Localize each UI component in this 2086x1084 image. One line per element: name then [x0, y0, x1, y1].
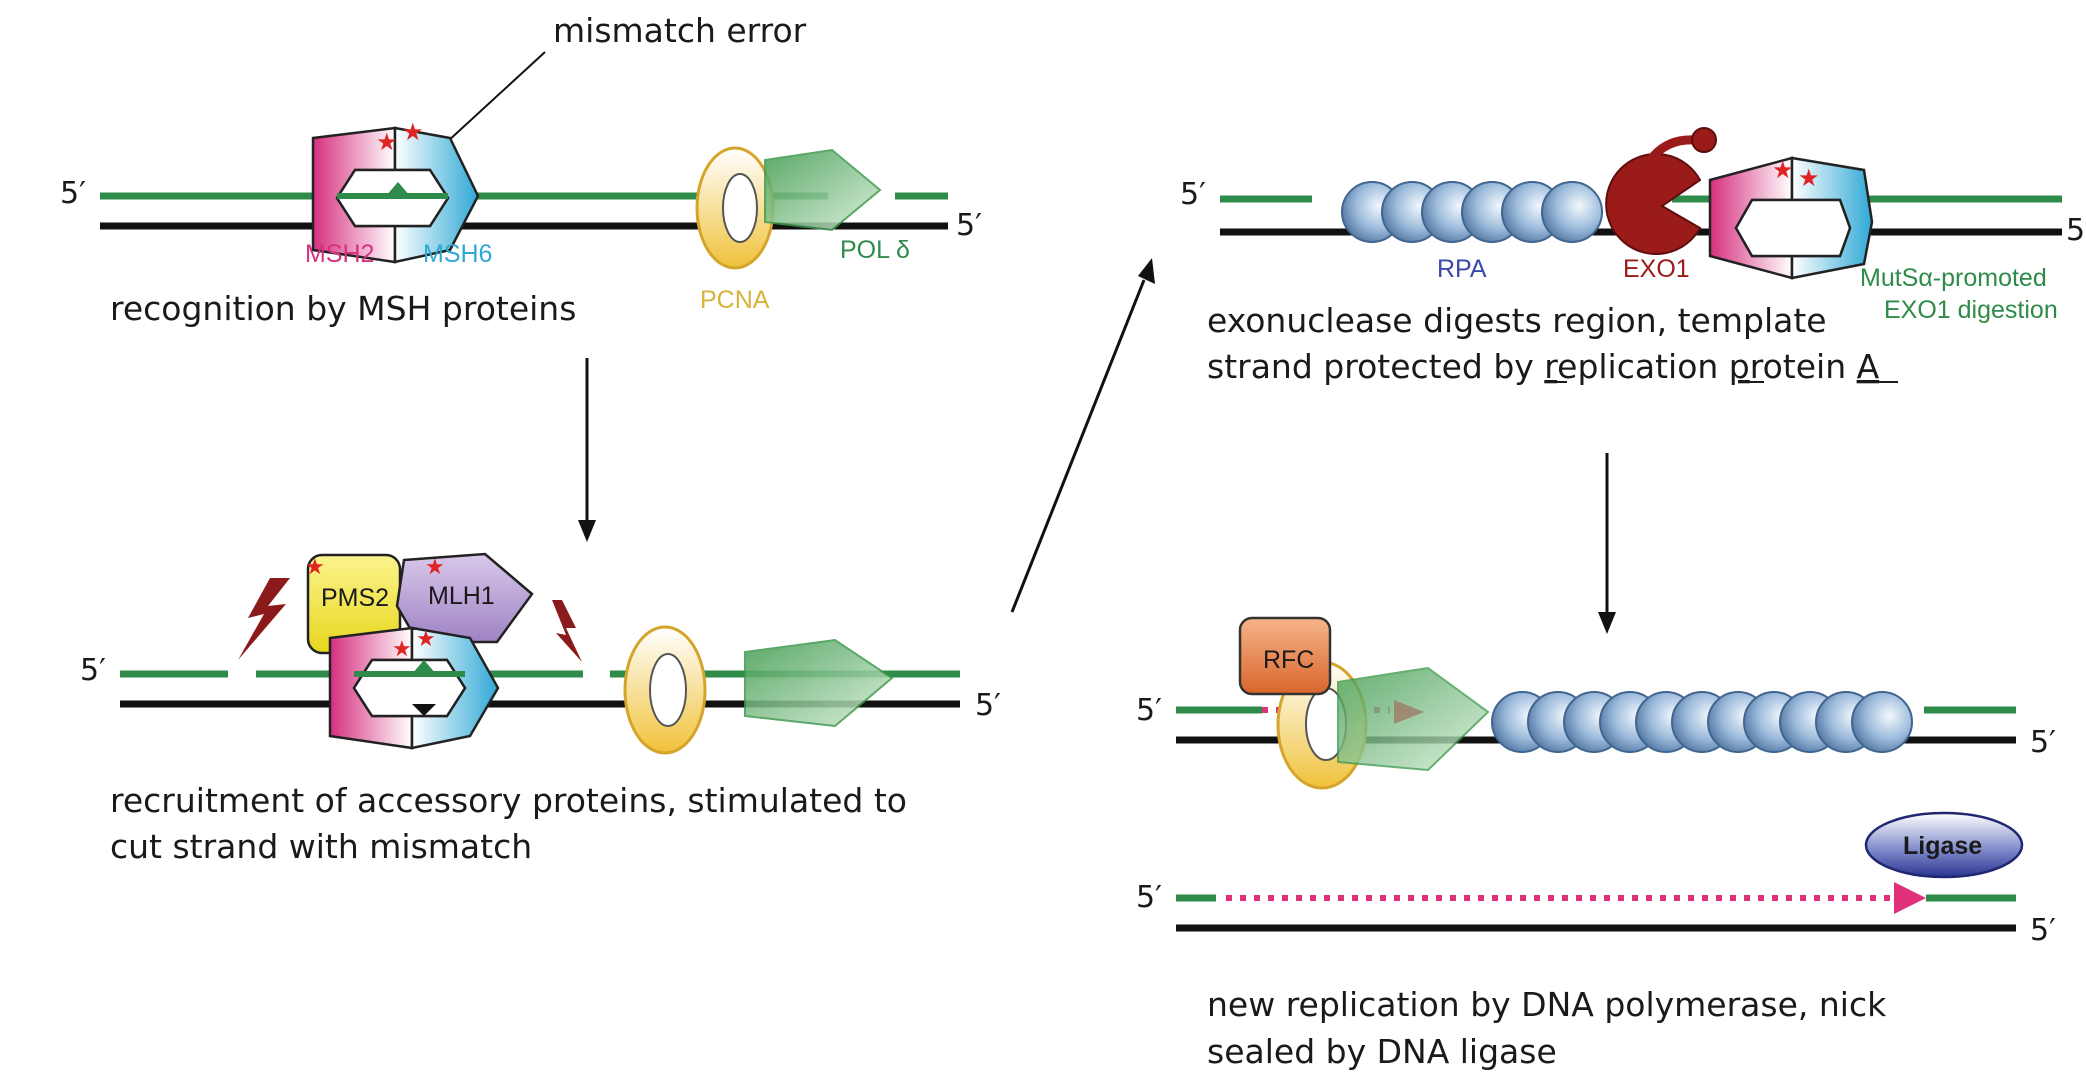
- ligase-label: Ligase: [1903, 832, 1982, 860]
- star-icon: ★: [1772, 157, 1794, 184]
- rpa-beads: [1341, 181, 1603, 243]
- flow-arrow-head: [1598, 612, 1616, 634]
- star-icon: ★: [416, 626, 436, 651]
- step1-caption: recognition by MSH proteins: [110, 289, 576, 328]
- pol-delta-shape: [744, 638, 894, 728]
- five-prime-label: 5′: [80, 653, 106, 688]
- step4-caption-line2: sealed by DNA ligase: [1207, 1032, 1557, 1071]
- rfc-label: RFC: [1263, 646, 1314, 674]
- star-icon: ★: [305, 554, 325, 579]
- five-prime-label: 5′: [1136, 693, 1162, 728]
- msh2-label: MSH2: [305, 240, 374, 268]
- exo1-shape: [1605, 127, 1717, 255]
- pol-delta-shape: [764, 148, 882, 232]
- pol-delta-shape: [1337, 666, 1490, 772]
- panel-exonuclease: 5′ 5′ RPA EXO1 ★ ★ MutSα: [1180, 127, 2086, 386]
- cut-lightning-icon: [238, 578, 290, 660]
- cut-lightning-icon: [552, 600, 582, 662]
- five-prime-label: 5′: [975, 688, 1001, 723]
- step4-caption-line1: new replication by DNA polymerase, nick: [1207, 985, 1887, 1024]
- step2-caption-line1: recruitment of accessory proteins, stimu…: [110, 781, 907, 820]
- panel-replication: 5′ 5′ RFC 5′: [1136, 616, 2056, 1071]
- panel-recruitment: 5′ 5′ PMS2 MLH1 ★ ★ ★ ★: [80, 552, 1001, 866]
- flow-arrow-head: [578, 520, 596, 542]
- five-prime-label: 5′: [2030, 725, 2056, 760]
- exo1-label: EXO1: [1623, 255, 1690, 283]
- five-prime-label: 5′: [60, 176, 86, 211]
- pol-delta-label: POL δ: [840, 236, 910, 264]
- five-prime-label: 5′: [1180, 177, 1206, 212]
- msh-clamp: ★ ★: [311, 119, 480, 264]
- step3-caption-line1: exonuclease digests region, template: [1207, 301, 1827, 340]
- step2-caption-line2: cut strand with mismatch: [110, 827, 532, 866]
- mismatch-error-label: mismatch error: [553, 11, 807, 50]
- pms2-label: PMS2: [321, 584, 389, 612]
- rpa-beads: [1491, 691, 1913, 753]
- flow-arrow-diagonal: [1010, 279, 1146, 613]
- mismatch-marker: [412, 660, 436, 674]
- panel-recognition: mismatch error 5′ 5′ ★ ★ MSH2 MSH6 PCNA …: [60, 11, 982, 328]
- star-icon: ★: [392, 636, 412, 661]
- pcna-ring: [623, 625, 707, 755]
- star-icon: ★: [1798, 165, 1820, 192]
- star-icon: ★: [402, 119, 424, 146]
- five-prime-label: 5′: [2030, 913, 2056, 948]
- mutsa-label-line1: MutSα-promoted: [1860, 264, 2047, 292]
- five-prime-label: 5′: [2066, 213, 2086, 248]
- rpa-label: RPA: [1437, 255, 1487, 283]
- five-prime-label: 5′: [956, 208, 982, 243]
- mutsa-label-line2: EXO1 digestion: [1884, 296, 2058, 324]
- msh-clamp: ★ ★: [328, 626, 500, 750]
- mlh1-label: MLH1: [428, 582, 495, 610]
- rfc-shape: [1238, 616, 1332, 696]
- pcna-label: PCNA: [700, 286, 770, 314]
- five-prime-label: 5′: [1136, 880, 1162, 915]
- pcna-ring: [695, 146, 775, 270]
- star-icon: ★: [376, 129, 398, 156]
- mismatch-marker: [386, 182, 410, 196]
- mlh1-shape: [395, 552, 534, 644]
- flow-arrow-head: [1138, 258, 1155, 284]
- new-dna-arrow-head: [1894, 882, 1926, 914]
- step3-caption-line2: strand protected by replication protein …: [1207, 347, 1880, 386]
- msh6-label: MSH6: [423, 240, 492, 268]
- ligase-shape: [1864, 811, 2024, 879]
- msh-clamp: ★ ★: [1708, 156, 1874, 280]
- star-icon: ★: [425, 554, 445, 579]
- pol-direction-arrow: [1394, 700, 1424, 724]
